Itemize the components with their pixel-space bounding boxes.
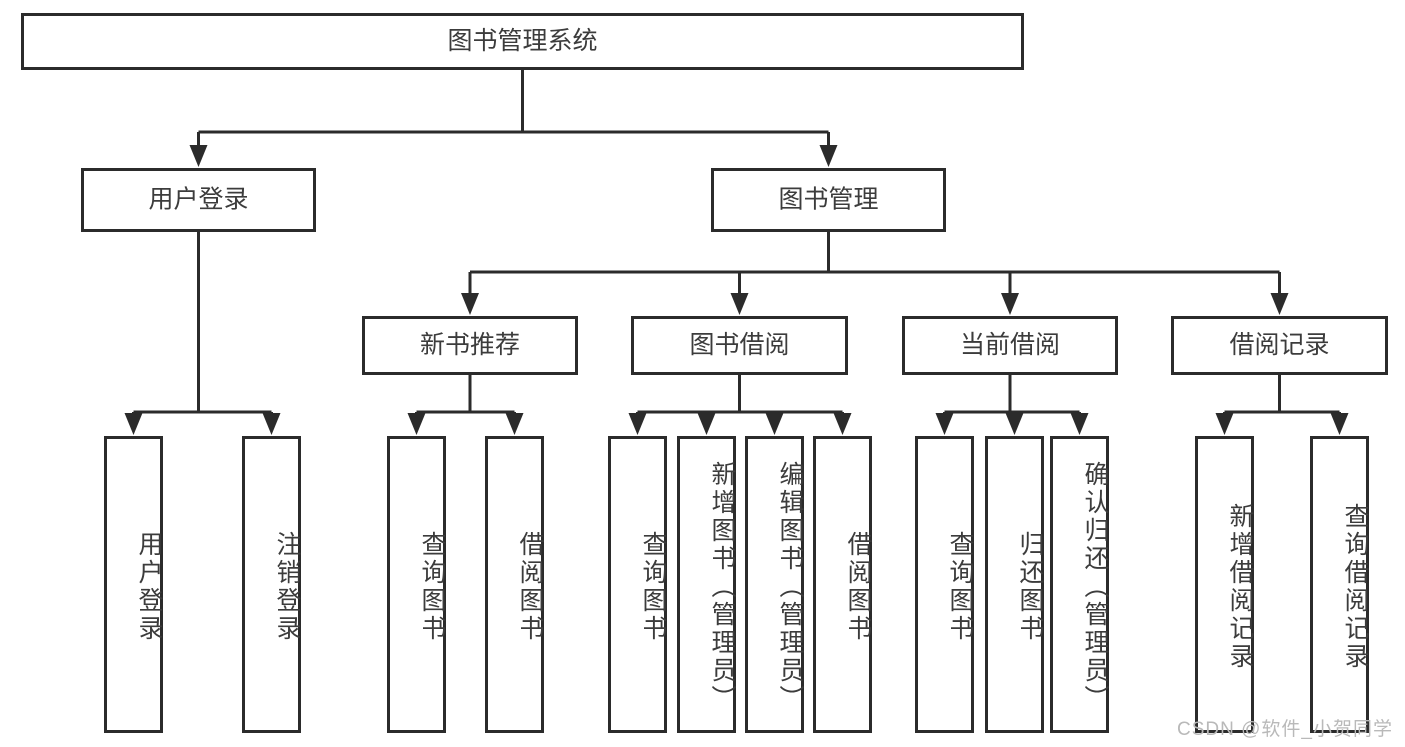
- node-box-leaf-9: [985, 436, 1044, 733]
- watermark-text: CSDN @软件_小贺同学: [1177, 719, 1393, 740]
- arrow-head-icon-leaf-2-3: [833, 413, 852, 435]
- arrow-head-icon-leaf-3-0: [935, 413, 954, 435]
- node-box-level3-0: [362, 316, 578, 375]
- arrow-head-icon-level3-2: [1001, 293, 1019, 315]
- node-box-leaf-11: [1195, 436, 1254, 733]
- node-box-leaf-7: [813, 436, 872, 733]
- arrow-head-icon-level3-3: [1270, 293, 1289, 315]
- node-box-level2-1: [711, 168, 946, 232]
- arrow-head-icon-leaf-3-1: [1005, 413, 1024, 435]
- arrow-head-icon-level3-0: [461, 293, 479, 315]
- node-box-leaf-2: [387, 436, 446, 733]
- node-label-level3-0: 新书推荐: [420, 331, 520, 359]
- node-box-leaf-12: [1310, 436, 1369, 733]
- node-box-leaf-0: [104, 436, 163, 733]
- arrow-head-icon-leaf-3-2: [1070, 413, 1089, 435]
- node-label-level2-1: 图书管理: [778, 186, 878, 214]
- node-box-leaf-5: [677, 436, 736, 733]
- node-box-root: [21, 13, 1024, 70]
- node-label-level3-1: 图书借阅: [689, 331, 789, 359]
- node-box-leaf-3: [485, 436, 544, 733]
- arrow-head-icon-leaf-2-1: [697, 413, 716, 435]
- arrow-head-icon-leaf-0-0: [124, 413, 143, 435]
- node-label-level2-0: 用户登录: [148, 186, 248, 214]
- arrow-head-icon-leaf-0-1: [262, 413, 281, 435]
- node-box-level2-0: [81, 168, 316, 232]
- node-label-level3-3: 借阅记录: [1229, 331, 1329, 359]
- arrow-head-icon-leaf-4-0: [1215, 413, 1234, 435]
- node-box-level3-3: [1171, 316, 1388, 375]
- node-box-leaf-4: [608, 436, 667, 733]
- node-box-level3-2: [902, 316, 1118, 375]
- arrow-head-icon-leaf-4-1: [1330, 413, 1349, 435]
- connector-layer: [124, 70, 1349, 435]
- node-label-level3-2: 当前借阅: [960, 331, 1060, 359]
- arrow-head-icon-leaf-2-0: [628, 413, 647, 435]
- box-layer: [21, 13, 1388, 733]
- arrow-head-icon-leaf-1-1: [505, 413, 524, 435]
- node-box-leaf-6: [745, 436, 804, 733]
- arrow-head-icon-level2-1: [819, 145, 838, 167]
- arrow-head-icon-level2-0: [189, 145, 208, 167]
- node-box-leaf-1: [242, 436, 301, 733]
- node-label-root: 图书管理系统: [447, 27, 597, 55]
- arrow-head-icon-leaf-1-0: [407, 413, 426, 435]
- node-box-leaf-8: [915, 436, 974, 733]
- arrow-head-icon-leaf-2-2: [765, 413, 784, 435]
- node-box-level3-1: [631, 316, 848, 375]
- arrow-head-icon-level3-1: [730, 293, 749, 315]
- node-box-leaf-10: [1050, 436, 1109, 733]
